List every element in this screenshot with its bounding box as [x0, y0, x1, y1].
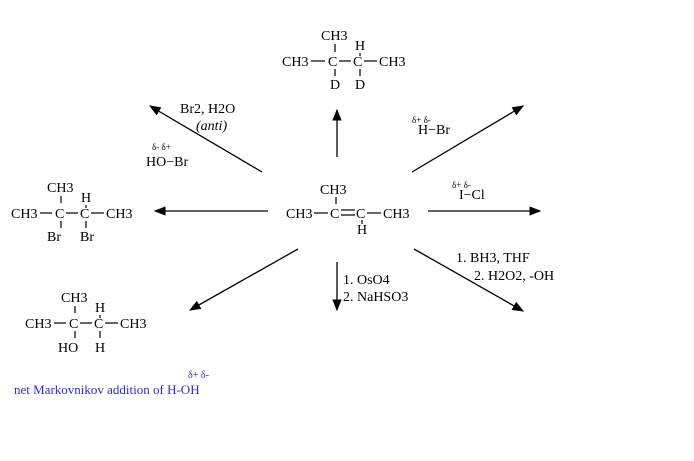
- top-d-left: D: [330, 78, 340, 93]
- left-h-top: H: [81, 191, 91, 206]
- top-ch3-left: CH3: [282, 55, 308, 70]
- reagent-icl-charges: δ+ δ-: [452, 180, 471, 190]
- bl-carbon-b: C: [94, 317, 103, 332]
- left-carbon-a: C: [55, 207, 64, 222]
- product-left-dibromide: CH3 H CH3 C C CH3 Br Br: [11, 181, 132, 245]
- reagent-oso4: 1. OsO4: [343, 273, 390, 288]
- top-ch3: CH3: [321, 29, 347, 44]
- top-carbon-a: C: [328, 55, 337, 70]
- product-top-dideuterated: CH3 H CH3 C C CH3 D D: [282, 29, 405, 93]
- center-molecule: CH3 CH3 C C CH3 H: [286, 183, 409, 238]
- bl-h-bottom: H: [95, 341, 105, 356]
- top-carbon-b: C: [353, 55, 362, 70]
- reagent-labels: Br2, H2O (anti) δ- δ+ HO−Br δ+ δ- H−Br δ…: [146, 102, 554, 305]
- bl-carbon-a: C: [69, 317, 78, 332]
- arrow-lower-left: [188, 248, 299, 311]
- left-ch3-top: CH3: [47, 181, 73, 196]
- bl-ch3-left: CH3: [25, 317, 51, 332]
- bl-ch3-right: CH3: [120, 317, 146, 332]
- top-ch3-right: CH3: [379, 55, 405, 70]
- left-br-right: Br: [80, 230, 94, 245]
- center-ch3-top: CH3: [320, 183, 346, 198]
- reagent-hbr: H−Br: [418, 123, 450, 138]
- center-ch3-right: CH3: [383, 207, 409, 222]
- reagent-br2-h2o: Br2, H2O: [180, 102, 235, 117]
- center-carbon-a: C: [330, 207, 339, 222]
- bl-h-top: H: [95, 301, 105, 316]
- center-ch3-left: CH3: [286, 207, 312, 222]
- left-ch3-left: CH3: [11, 207, 37, 222]
- reagent-bh3-thf: 1. BH3, THF: [456, 251, 530, 266]
- bl-ho: HO: [58, 341, 78, 356]
- reaction-arrows: [148, 105, 542, 312]
- bl-ch3-top: CH3: [61, 291, 87, 306]
- top-h: H: [355, 39, 365, 54]
- reagent-hbr-charges: δ+ δ-: [412, 115, 431, 125]
- reagent-h2o2-oh: 2. H2O2, -OH: [474, 269, 554, 284]
- note-text: net Markovnikov addition of H-OH: [14, 382, 200, 397]
- markovnikov-note: δ+ δ- net Markovnikov addition of H-OH: [14, 370, 209, 397]
- reagent-hobr: HO−Br: [146, 155, 188, 170]
- reagent-icl: I−Cl: [459, 188, 485, 203]
- left-ch3-right: CH3: [106, 207, 132, 222]
- reagent-nahso3: 2. NaHSO3: [343, 290, 408, 305]
- arrow-lower-right: [413, 248, 525, 312]
- top-d-right: D: [355, 78, 365, 93]
- arrow-upper-left: [148, 105, 263, 173]
- center-carbon-b: C: [356, 207, 365, 222]
- left-carbon-b: C: [80, 207, 89, 222]
- arrow-upper-right: [411, 105, 525, 173]
- center-h: H: [357, 223, 367, 238]
- reagent-hobr-charges: δ- δ+: [152, 142, 171, 152]
- note-charges: δ+ δ-: [188, 370, 209, 381]
- reagent-anti: (anti): [196, 119, 227, 134]
- product-bottom-left-alcohol: CH3 H CH3 C C CH3 HO H: [25, 291, 146, 356]
- left-br-left: Br: [47, 230, 61, 245]
